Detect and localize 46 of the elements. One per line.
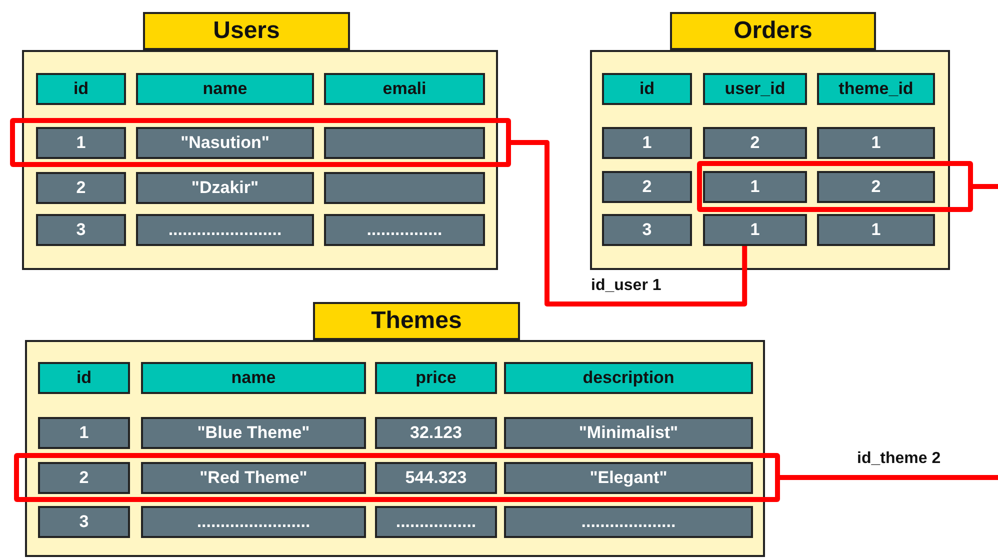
table-cell: 1 bbox=[817, 127, 935, 159]
column-header: id bbox=[38, 362, 130, 394]
column-header: theme_id bbox=[817, 73, 935, 105]
column-header: id bbox=[602, 73, 692, 105]
table-cell: "Dzakir" bbox=[136, 172, 314, 204]
table-cell: ........................ bbox=[136, 214, 314, 246]
table-cell: "Red Theme" bbox=[141, 462, 366, 494]
table-cell: 1 bbox=[703, 214, 807, 246]
table-cell: 3 bbox=[36, 214, 126, 246]
table-cell: ........................ bbox=[141, 506, 366, 538]
table-cell: 1 bbox=[817, 214, 935, 246]
table-cell: 1 bbox=[36, 127, 126, 159]
table-cell: 3 bbox=[38, 506, 130, 538]
column-header: name bbox=[136, 73, 314, 105]
column-header: price bbox=[375, 362, 497, 394]
table-cell: 544.323 bbox=[375, 462, 497, 494]
table-cell bbox=[324, 172, 485, 204]
table-cell: ................. bbox=[375, 506, 497, 538]
column-header: emali bbox=[324, 73, 485, 105]
highlight-frame bbox=[697, 161, 973, 212]
table-cell: 1 bbox=[602, 127, 692, 159]
table-cell: "Blue Theme" bbox=[141, 417, 366, 449]
column-header: id bbox=[36, 73, 126, 105]
table-cell: 1 bbox=[703, 171, 807, 203]
table-cell: "Elegant" bbox=[504, 462, 753, 494]
table-cell: "Nasution" bbox=[136, 127, 314, 159]
table-title: Themes bbox=[313, 302, 520, 340]
table-cell bbox=[324, 127, 485, 159]
column-header: name bbox=[141, 362, 366, 394]
edge-label: id_user 1 bbox=[589, 277, 664, 295]
table-cell: 2 bbox=[36, 172, 126, 204]
column-header: description bbox=[504, 362, 753, 394]
column-header: user_id bbox=[703, 73, 807, 105]
table-cell: 3 bbox=[602, 214, 692, 246]
table-title: Orders bbox=[670, 12, 876, 50]
table-cell: .................... bbox=[504, 506, 753, 538]
table-cell: "Minimalist" bbox=[504, 417, 753, 449]
table-title: Users bbox=[143, 12, 350, 50]
table-cell: 2 bbox=[602, 171, 692, 203]
table-cell: 2 bbox=[38, 462, 130, 494]
table-cell: 1 bbox=[38, 417, 130, 449]
edge-label: id_theme 2 bbox=[855, 450, 943, 468]
table-cell: 32.123 bbox=[375, 417, 497, 449]
table-cell: 2 bbox=[703, 127, 807, 159]
table-cell: 2 bbox=[817, 171, 935, 203]
table-cell: ................ bbox=[324, 214, 485, 246]
